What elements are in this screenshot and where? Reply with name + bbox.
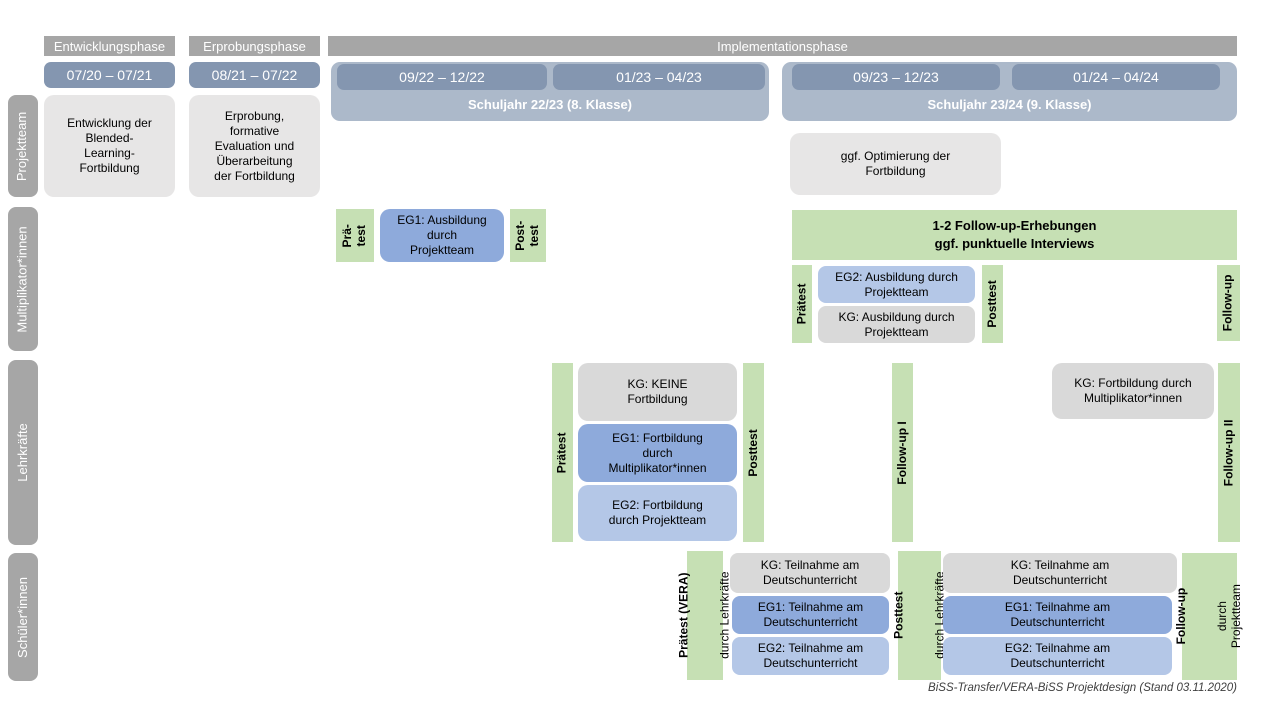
box-kg-teilnahme-1: KG: Teilnahme am Deutschunterricht [730, 553, 890, 593]
bar-followup-multiplikatoren: Follow-up [1217, 265, 1240, 341]
bar-posttest-schueler: Posttest durch Lehrkräfte [891, 551, 946, 680]
bar-posttest-schueler-label: Posttest [890, 591, 905, 640]
bar-followup1-lehrkraefte: Follow-up I [892, 363, 913, 542]
row-rail-lehrkraefte: Lehrkräfte [8, 360, 38, 545]
period-0923-1223: 09/23 – 12/23 [792, 64, 1000, 90]
box-erprobung-evaluation: Erprobung, formative Evaluation und Über… [189, 95, 320, 197]
bar-praetest-multiplikatoren-1: Prä- test [336, 209, 374, 262]
bar-posttest-lehrkraefte-label: Posttest [745, 428, 760, 477]
bar-followup-multiplikatoren-label: Follow-up [1220, 274, 1235, 332]
bar-praetest-multiplikatoren-2: Prätest [792, 265, 812, 343]
bar-posttest-lehrkraefte: Posttest [743, 363, 764, 542]
box-kg-teilnahme-2: KG: Teilnahme am Deutschunterricht [943, 553, 1177, 593]
period-0124-0424: 01/24 – 04/24 [1012, 64, 1220, 90]
bar-praetest-lehrkraefte: Prätest [552, 363, 573, 542]
box-kg-keine-fortbildung: KG: KEINE Fortbildung [578, 363, 737, 421]
phase-bar-entwicklung: Entwicklungsphase [44, 36, 175, 56]
bar-followup-schueler-sublabel: durch Projektteam [1215, 584, 1244, 649]
box-eg1-teilnahme-2: EG1: Teilnahme am Deutschunterricht [943, 596, 1172, 634]
row-label-projektteam: Projektteam [14, 111, 30, 181]
box-eg1-fortbildung: EG1: Fortbildung durch Multiplikator*inn… [578, 424, 737, 482]
school-year-label-2223: Schuljahr 22/23 (8. Klasse) [467, 96, 633, 112]
bar-praetest-vera-label: Prätest (VERA) [676, 572, 691, 659]
bar-praetest-lehrkraefte-label: Prätest [554, 432, 569, 473]
bar-followup-schueler: Follow-up durch Projektteam [1174, 553, 1243, 680]
row-label-multiplikatoren: Multiplikator*innen [14, 225, 30, 333]
bar-followup2-lehrkraefte: Follow-up II [1218, 363, 1240, 542]
bar-posttest-multiplikatoren-2-label: Posttest [984, 280, 999, 328]
school-year-label-2324: Schuljahr 23/24 (9. Klasse) [927, 96, 1092, 112]
box-eg2-fortbildung: EG2: Fortbildung durch Projektteam [578, 485, 737, 541]
box-eg1-ausbildung: EG1: Ausbildung durch Projektteam [380, 209, 504, 262]
box-optimierung-fortbildung: ggf. Optimierung der Fortbildung [790, 133, 1001, 195]
period-0922-1222: 09/22 – 12/22 [337, 64, 547, 90]
bar-followup2-lehrkraefte-label: Follow-up II [1221, 419, 1236, 486]
bar-praetest-vera-schueler: Prätest (VERA) durch Lehrkräfte [676, 551, 732, 680]
band-followup-erhebungen: 1-2 Follow-up-Erhebungen ggf. punktuelle… [792, 210, 1237, 260]
box-kg-fortbildung-multiplikatoren: KG: Fortbildung durch Multiplikator*inne… [1052, 363, 1214, 419]
box-eg2-teilnahme-1: EG2: Teilnahme am Deutschunterricht [732, 637, 889, 675]
period-0821-0722: 08/21 – 07/22 [189, 62, 320, 88]
bar-followup1-lehrkraefte-label: Follow-up I [894, 420, 909, 485]
box-eg1-teilnahme-1: EG1: Teilnahme am Deutschunterricht [732, 596, 889, 634]
box-eg2-teilnahme-2: EG2: Teilnahme am Deutschunterricht [943, 637, 1172, 675]
bar-praetest-multiplikatoren-2-label: Prätest [794, 283, 809, 325]
bar-posttest-multiplikatoren-1-label: Post- test [513, 220, 541, 251]
phase-bar-erprobung: Erprobungsphase [189, 36, 320, 56]
row-label-schueler: Schüler*innen [14, 576, 30, 658]
period-0720-0721: 07/20 – 07/21 [44, 62, 175, 88]
box-entwicklung-fortbildung: Entwicklung der Blended- Learning- Fortb… [44, 95, 175, 197]
row-label-lehrkraefte: Lehrkräfte [14, 423, 30, 482]
bar-posttest-multiplikatoren-1: Post- test [510, 209, 546, 262]
period-0123-0423: 01/23 – 04/23 [553, 64, 765, 90]
box-kg-ausbildung: KG: Ausbildung durch Projektteam [818, 306, 975, 343]
box-eg2-ausbildung: EG2: Ausbildung durch Projektteam [818, 266, 975, 303]
phase-bar-implementation: Implementationsphase [328, 36, 1237, 56]
bar-praetest-multiplikatoren-1-label: Prä- test [340, 223, 368, 248]
row-rail-multiplikatoren: Multiplikator*innen [8, 207, 38, 351]
row-rail-projektteam: Projektteam [8, 95, 38, 197]
footer-caption: BiSS-Transfer/VERA-BiSS Projektdesign (S… [928, 682, 1237, 694]
bar-posttest-multiplikatoren-2: Posttest [982, 265, 1003, 343]
bar-followup-schueler-label: Follow-up [1174, 588, 1189, 645]
row-rail-schueler: Schüler*innen [8, 553, 38, 681]
